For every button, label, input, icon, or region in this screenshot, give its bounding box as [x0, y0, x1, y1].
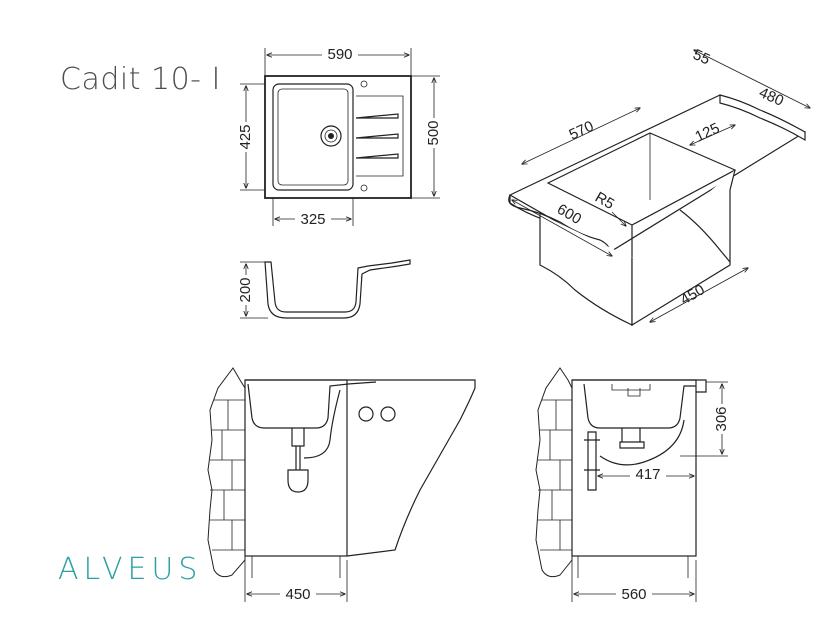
bowl-outline	[272, 83, 354, 191]
product-title: Cadit 10- I	[60, 62, 221, 97]
dim-200: 200	[237, 277, 254, 302]
dim-500: 500	[425, 120, 442, 145]
sink-outline	[264, 75, 412, 199]
tap-hole-icon	[360, 80, 368, 88]
alveus-logo: ALVEUS	[58, 552, 203, 587]
side-install-view: 306 417 560	[535, 367, 730, 603]
isometric-view: 570 55 480 125 R5 600 450	[508, 46, 810, 327]
side-sink-bowl	[583, 383, 696, 429]
dim-590: 590	[327, 46, 352, 63]
front-sink-bowl	[247, 381, 377, 429]
dim-450-front: 450	[285, 586, 310, 603]
top-view: 590 500 425 325	[237, 46, 442, 228]
dim-306: 306	[713, 406, 730, 431]
dim-325: 325	[300, 211, 325, 228]
trap-icon	[287, 428, 309, 493]
sink-section	[264, 259, 411, 319]
section-view: 200	[237, 259, 411, 319]
wall-left	[207, 367, 246, 578]
dim-560: 560	[621, 586, 646, 603]
drain-icon	[320, 125, 342, 147]
dim-570: 570	[567, 118, 597, 144]
dim-55: 55	[690, 46, 712, 68]
front-install-view: 450	[207, 367, 476, 603]
wall-right	[535, 367, 573, 578]
dim-417: 417	[635, 466, 660, 483]
dim-425: 425	[237, 124, 254, 149]
dim-480: 480	[756, 84, 786, 110]
side-trap-icon	[584, 431, 600, 491]
